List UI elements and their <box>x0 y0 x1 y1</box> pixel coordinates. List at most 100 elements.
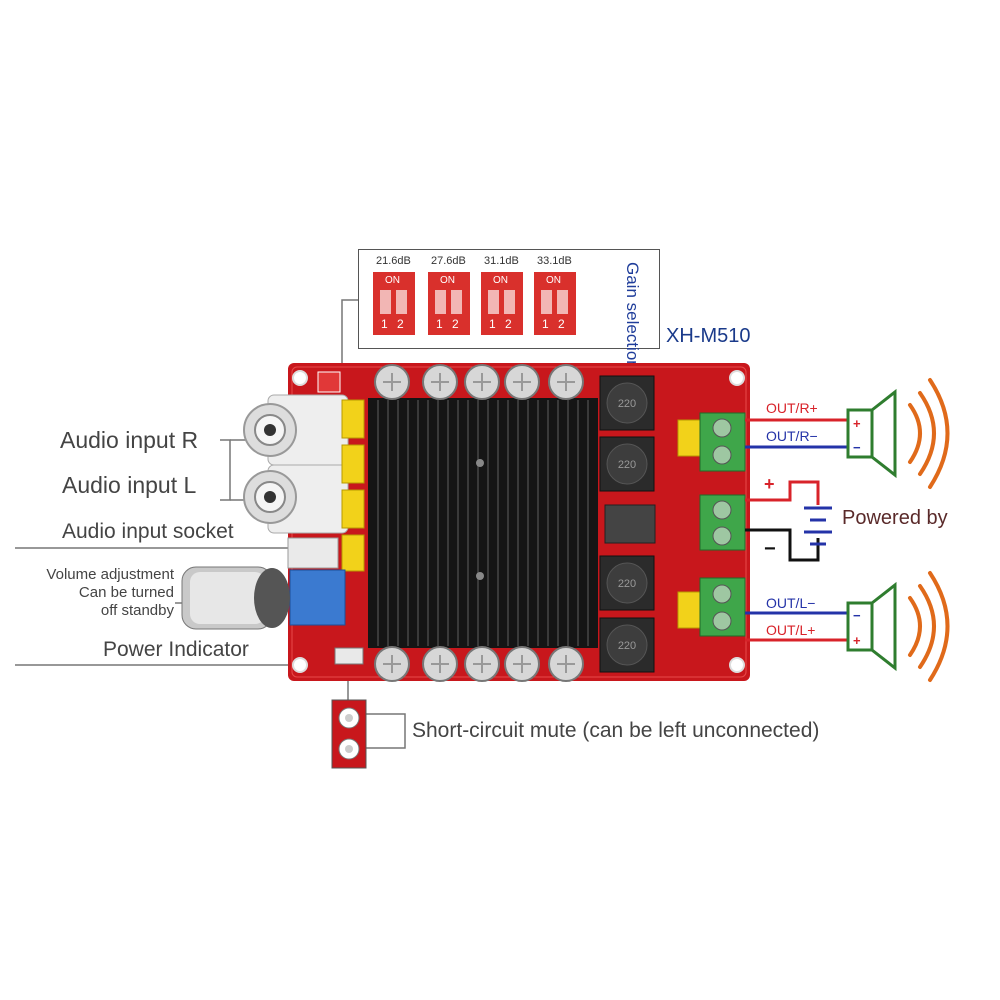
audio-input-r-label: Audio input R <box>60 427 199 453</box>
audio-input-l-label: Audio input L <box>62 472 197 498</box>
dip-num-1: 1 <box>436 317 443 331</box>
inductor-value: 220 <box>618 398 636 410</box>
volume-knob <box>181 566 346 630</box>
capacitor-vent <box>473 655 491 673</box>
short-circuit-mute-label: Short-circuit mute (can be left unconnec… <box>412 719 820 742</box>
dip-on-label: ON <box>385 275 400 286</box>
dip-num-2: 2 <box>505 317 512 331</box>
speaker-l-minus-sign: − <box>853 608 861 623</box>
wire-power-plus <box>745 480 820 505</box>
speaker-right-icon <box>846 388 897 479</box>
gain-db-label: 33.1dB <box>537 255 572 267</box>
board-dip-switch <box>317 371 341 393</box>
dip-toggle <box>504 290 515 314</box>
sound-wave-icon <box>918 584 936 669</box>
film-cap <box>341 399 365 439</box>
out-l-minus-label: OUT/L− <box>766 595 815 611</box>
speaker-r-minus-sign: − <box>853 440 861 455</box>
dip-num-1: 1 <box>542 317 549 331</box>
gain-db-label: 31.1dB <box>484 255 519 267</box>
speaker-r-plus-sign: + <box>853 416 861 431</box>
audio-bracket <box>220 439 231 501</box>
out-r-minus-label: OUT/R− <box>766 428 818 444</box>
speaker-left-icon <box>846 581 897 672</box>
dip-num-1: 1 <box>489 317 496 331</box>
battery-icon <box>804 506 832 546</box>
inductor-value: 220 <box>618 578 636 590</box>
capacitor-vent <box>383 373 401 391</box>
gain-leader-line <box>341 299 358 380</box>
dip-on-label: ON <box>493 275 508 286</box>
sound-wave-icon <box>918 391 936 476</box>
out-r-plus-label: OUT/R+ <box>766 400 818 416</box>
dip-on-label: ON <box>440 275 455 286</box>
out-l-plus-label: OUT/L+ <box>766 622 815 638</box>
sound-wave-icon <box>928 378 950 489</box>
dip-toggle <box>380 290 391 314</box>
volume-line-2: Can be turned <box>78 584 174 601</box>
dip-on-label: ON <box>546 275 561 286</box>
regulator <box>604 504 656 544</box>
gain-db-label: 21.6dB <box>376 255 411 267</box>
wire-power-minus <box>745 528 820 562</box>
inductor-core <box>606 562 648 604</box>
capacitor-vent <box>431 655 449 673</box>
volume-line-3: off standby <box>100 602 174 619</box>
model-label: XH-M510 <box>666 325 751 347</box>
dip-num-1: 1 <box>381 317 388 331</box>
dip-toggle <box>541 290 552 314</box>
capacitor-vent <box>557 655 575 673</box>
sound-wave-icon <box>908 403 922 464</box>
mount-hole <box>729 370 745 386</box>
terminal-out-r <box>699 412 746 472</box>
sound-wave-icon <box>928 571 950 682</box>
mount-hole <box>729 657 745 673</box>
gain-db-label: 27.6dB <box>431 255 466 267</box>
film-cap <box>341 534 365 572</box>
dip-num-2: 2 <box>452 317 459 331</box>
film-cap <box>677 591 701 629</box>
inductor-core <box>606 382 648 424</box>
dip-toggle <box>488 290 499 314</box>
mute-header-board <box>334 647 364 665</box>
film-cap <box>677 419 701 457</box>
volume-adjustment-label: Volume adjustment Can be turned off stan… <box>4 566 174 620</box>
power-minus-sign: − <box>764 538 776 560</box>
terminal-out-l <box>699 577 746 637</box>
sound-wave-icon <box>908 596 922 657</box>
dip-toggle <box>435 290 446 314</box>
film-cap <box>341 489 365 529</box>
rca-jack-l <box>243 464 349 534</box>
dip-num-2: 2 <box>397 317 404 331</box>
volume-line-1: Volume adjustment <box>46 566 174 583</box>
capacitor-vent <box>557 373 575 391</box>
capacitor-vent <box>431 373 449 391</box>
inductor-value: 220 <box>618 640 636 652</box>
capacitor-vent <box>473 373 491 391</box>
mount-hole <box>292 657 308 673</box>
inductor-value: 220 <box>618 459 636 471</box>
capacitor-vent <box>383 655 401 673</box>
dip-toggle <box>451 290 462 314</box>
dip-toggle <box>557 290 568 314</box>
rca-jack-r <box>243 394 349 466</box>
audio-input-socket <box>287 537 339 569</box>
capacitor-vent <box>513 655 531 673</box>
inductor-core <box>606 624 648 666</box>
mute-header <box>331 699 367 769</box>
mount-hole <box>292 370 308 386</box>
capacitor-vent <box>513 373 531 391</box>
film-cap <box>341 444 365 484</box>
dip-num-2: 2 <box>558 317 565 331</box>
terminal-power <box>699 494 746 551</box>
power-indicator-label: Power Indicator <box>103 638 249 661</box>
speaker-l-plus-sign: + <box>853 633 861 648</box>
